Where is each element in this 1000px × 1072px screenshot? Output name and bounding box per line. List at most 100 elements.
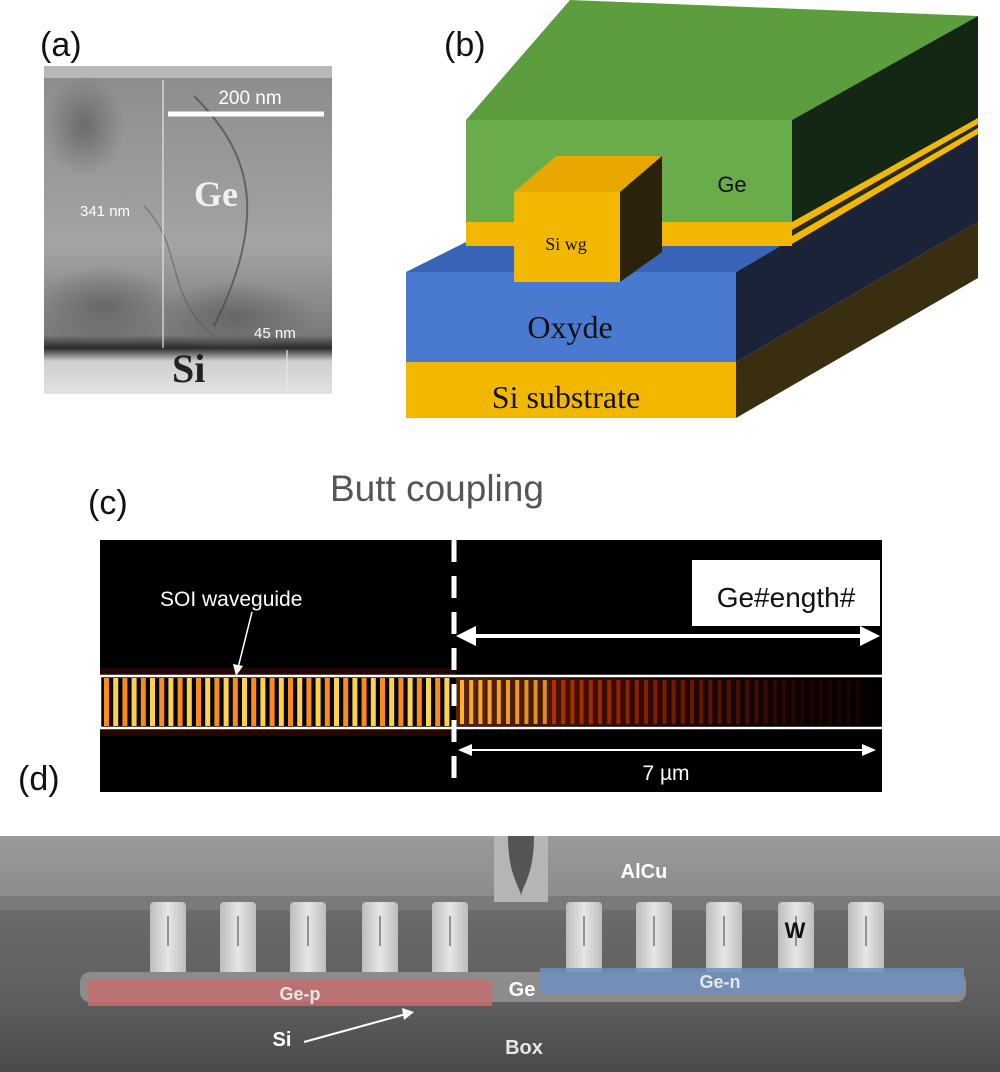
panel-c-letter: (c) bbox=[88, 484, 128, 522]
panel-b-letter: (b) bbox=[444, 26, 486, 64]
ge-fringe bbox=[487, 680, 492, 724]
ge-fringe bbox=[533, 680, 538, 724]
substrate-side bbox=[736, 222, 978, 418]
ge-fringe bbox=[653, 680, 658, 724]
oxide-side bbox=[736, 130, 978, 362]
si-fringe bbox=[159, 678, 165, 726]
ge-fringe bbox=[736, 680, 740, 724]
ge-fringe bbox=[598, 680, 602, 724]
ge-side bbox=[792, 16, 978, 232]
si-fringe bbox=[278, 678, 284, 726]
si-label: Si bbox=[273, 1029, 292, 1051]
si-fringe bbox=[334, 678, 339, 726]
panel-d-letter: (d) bbox=[18, 760, 60, 798]
ge-fringe bbox=[772, 680, 777, 724]
ge-fringe bbox=[726, 680, 731, 724]
ge-fringe bbox=[625, 680, 630, 724]
si-fringe bbox=[306, 678, 312, 726]
si-label: Si bbox=[172, 346, 205, 391]
si-fringe bbox=[205, 678, 211, 726]
ge-center-label: Ge bbox=[509, 979, 536, 1001]
si-fringe bbox=[435, 678, 441, 726]
ge-fringe bbox=[515, 680, 520, 724]
ge-fringe bbox=[496, 680, 501, 724]
si-fringe bbox=[361, 678, 367, 726]
si-fringe bbox=[444, 678, 450, 726]
ge-fringe bbox=[506, 680, 510, 724]
tem-image: 200 nm 341 nm 45 nm Ge Si bbox=[44, 66, 332, 394]
ge-p-region bbox=[88, 980, 492, 1006]
ge-fringe bbox=[846, 680, 851, 724]
ge-fringe bbox=[662, 680, 667, 724]
si-fringe bbox=[343, 678, 349, 726]
alcu-label: AlCu bbox=[621, 861, 668, 883]
ge-fringe bbox=[855, 680, 860, 724]
ge-fringe bbox=[828, 680, 832, 724]
ge-fringe bbox=[699, 680, 704, 724]
si-fringe bbox=[113, 678, 119, 726]
si-fringe bbox=[122, 678, 128, 726]
ge-fringe bbox=[754, 680, 759, 724]
si-fringe bbox=[407, 678, 413, 726]
si-fringe bbox=[196, 678, 201, 726]
si-fringe bbox=[389, 678, 395, 726]
si-fringe bbox=[370, 678, 376, 726]
ge-fringe bbox=[690, 680, 694, 724]
ge-fringe bbox=[717, 680, 722, 724]
ge-fringe bbox=[680, 680, 685, 724]
field-simulation: Ge#ength# 7 µm SOI waveguide bbox=[100, 540, 882, 792]
ge-fringe bbox=[818, 680, 823, 724]
si-fringe bbox=[260, 678, 266, 726]
thickness-left-label: 341 nm bbox=[80, 203, 130, 220]
si-fringe bbox=[186, 678, 192, 726]
ge-fringe bbox=[782, 680, 786, 724]
sem-cross-section: AlCu W Ge Ge-p Ge-n Si Box bbox=[0, 836, 1000, 1072]
ge-fringe bbox=[800, 680, 805, 724]
ge-fringe bbox=[524, 680, 529, 724]
ge-top bbox=[466, 0, 978, 120]
si-fringe bbox=[297, 678, 303, 726]
ge-fringe bbox=[469, 680, 474, 724]
si-field-fringes bbox=[104, 678, 450, 726]
box-label: Box bbox=[505, 1037, 543, 1059]
substrate-front bbox=[406, 362, 736, 418]
si-fringe bbox=[324, 678, 330, 726]
ge-fringe bbox=[616, 680, 621, 724]
si-fringe bbox=[168, 678, 174, 726]
device-schematic: Ge Si wg Oxyde Si substrate bbox=[406, 0, 978, 418]
si-waveguide-front bbox=[514, 192, 620, 282]
si-fringe bbox=[140, 678, 146, 726]
ge-fringe bbox=[644, 680, 648, 724]
si-fringe bbox=[251, 678, 257, 726]
ge-fringe bbox=[837, 680, 842, 724]
ge-fringe bbox=[460, 680, 464, 724]
si-fringe bbox=[232, 678, 238, 726]
ge-fringe bbox=[809, 680, 814, 724]
oxide-label: Oxyde bbox=[527, 309, 612, 345]
si-fringe bbox=[223, 678, 229, 726]
substrate-label: Si substrate bbox=[492, 379, 640, 415]
si-pointer-arrow bbox=[303, 1013, 407, 1043]
si-waveguide-top bbox=[514, 156, 662, 192]
ge-n-label: Ge-n bbox=[699, 972, 740, 992]
si-fringe bbox=[416, 678, 422, 726]
butt-coupling-title: Butt coupling bbox=[330, 468, 544, 509]
thickness-right-label: 45 nm bbox=[254, 325, 296, 342]
si-fringe bbox=[177, 678, 183, 726]
si-fringe bbox=[242, 678, 247, 726]
ge-fringe bbox=[791, 680, 796, 724]
si-wg-label: Si wg bbox=[545, 234, 587, 254]
si-fringe bbox=[131, 678, 137, 726]
si-fringe bbox=[352, 678, 358, 726]
ge-fringe bbox=[552, 680, 556, 724]
ge-fringe bbox=[607, 680, 612, 724]
si-fringe bbox=[398, 678, 404, 726]
ge-fringe bbox=[745, 680, 750, 724]
ge-fringe bbox=[542, 680, 547, 724]
ge-fringe bbox=[708, 680, 713, 724]
panel-a-letter: (a) bbox=[40, 26, 82, 64]
ge-length-label-box bbox=[692, 560, 880, 626]
ge-fringe bbox=[671, 680, 676, 724]
ge-field-decay bbox=[456, 678, 882, 726]
si-waveguide-side bbox=[620, 156, 662, 282]
